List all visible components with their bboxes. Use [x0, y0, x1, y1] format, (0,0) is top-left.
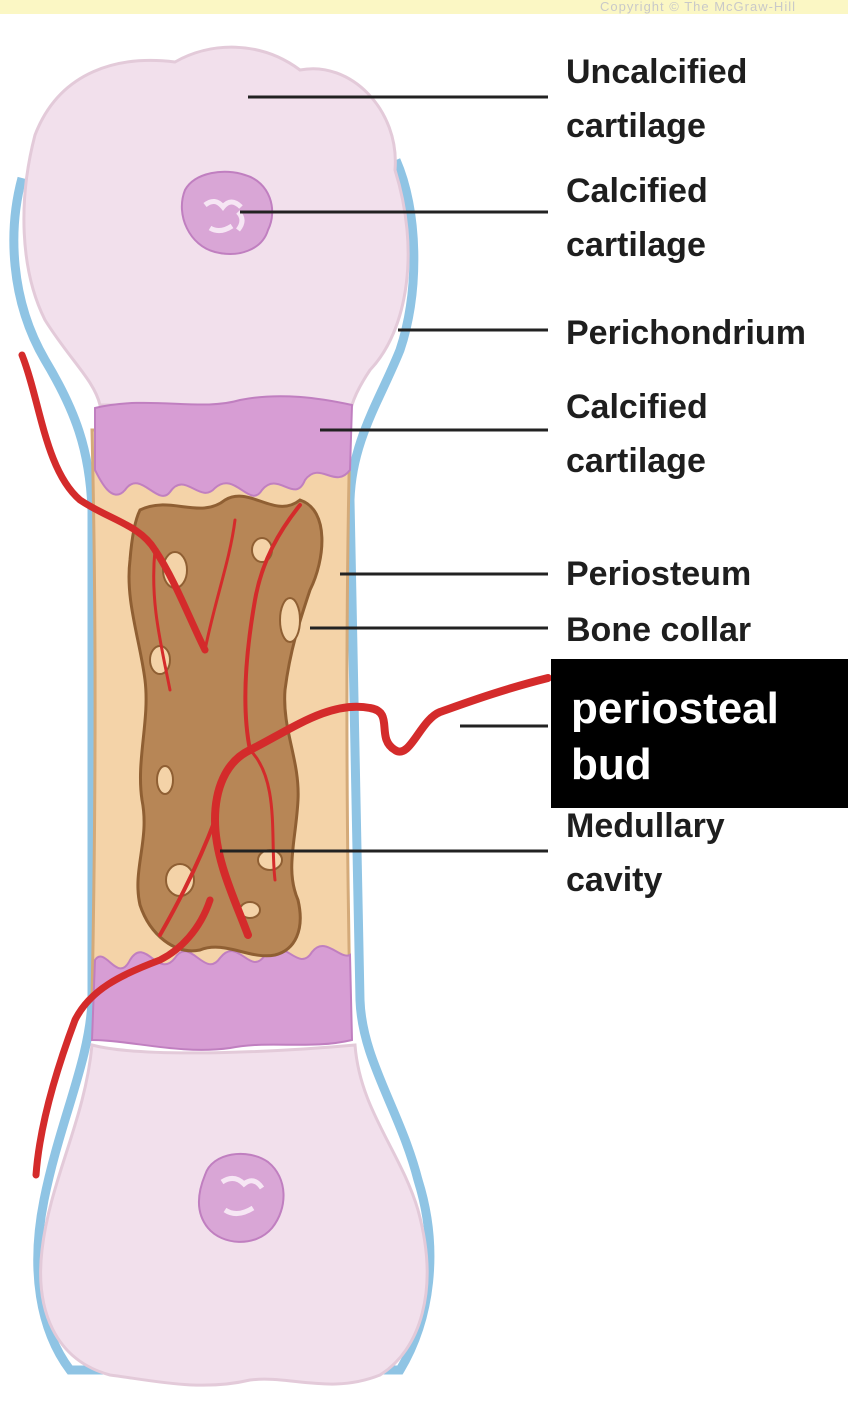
label-calcified-cartilage-metaphysis: Calcified cartilage — [566, 380, 848, 488]
label-calcified-cartilage-epiphysis: Calcified cartilage — [566, 164, 848, 272]
label-perichondrium: Perichondrium — [566, 306, 848, 360]
label-uncalcified-cartilage: Uncalcified cartilage — [566, 45, 848, 153]
periosteal-bud-callout: periosteal bud — [551, 659, 848, 808]
label-periosteum: Periosteum — [566, 547, 848, 601]
label-medullary-cavity: Medullary cavity — [566, 799, 848, 907]
lower-calcified-nodule — [199, 1154, 284, 1242]
lower-calcified-cartilage — [92, 946, 352, 1050]
label-bone-collar: Bone collar — [566, 603, 848, 657]
